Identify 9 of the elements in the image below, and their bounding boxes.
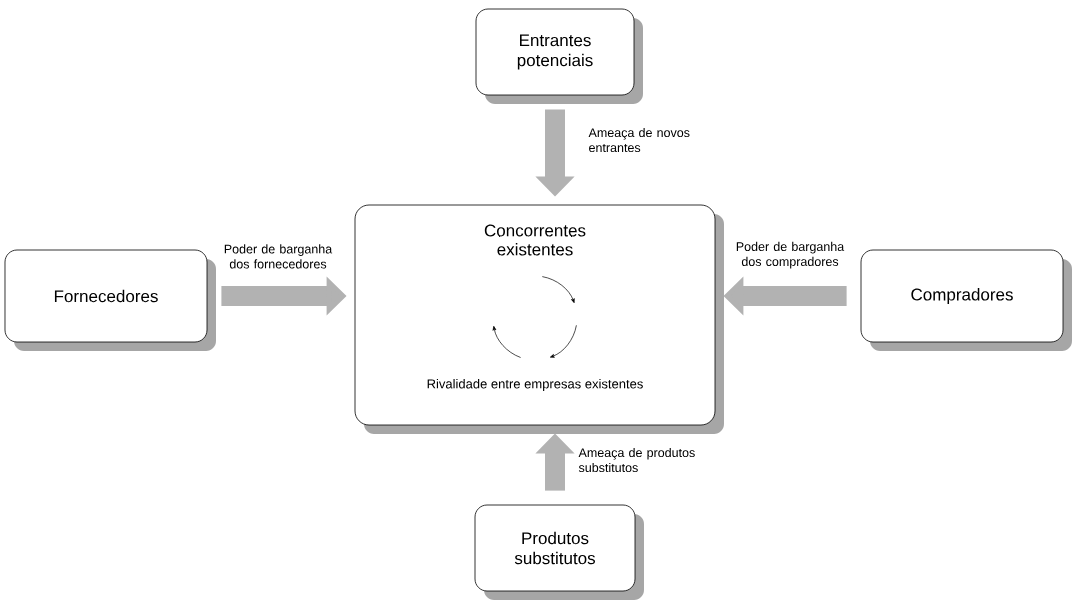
edge-label: Ameaça de novos entrantes xyxy=(588,127,690,153)
process-box: Produtos substitutos xyxy=(474,504,644,600)
process-box: Concorrentes existentes Rivalidade entre empresas existentes xyxy=(354,204,724,434)
process-box: Fornecedores xyxy=(4,249,216,351)
process-box: Entrantes potenciais xyxy=(475,8,643,104)
edge-label: Poder de barganha dos fornecedores xyxy=(224,244,333,269)
edge-label: Poder de barganha dos compradores xyxy=(736,241,845,269)
edge-label: Ameaça de produtos substitutos xyxy=(578,447,695,473)
process-box: Compradores xyxy=(860,249,1072,351)
